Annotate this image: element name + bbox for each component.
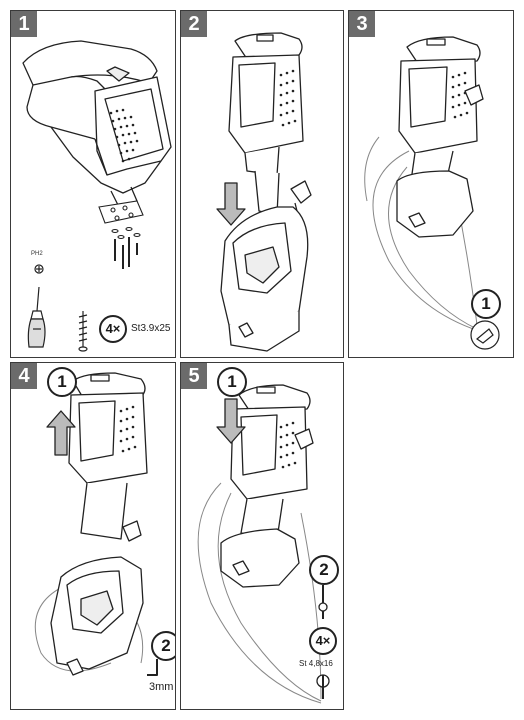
armrest-lowering-illustration	[216, 32, 312, 352]
sub-step-badge-b: 2	[309, 555, 339, 585]
step-2-panel: 2	[180, 10, 344, 358]
step-number: 3	[349, 11, 375, 37]
sub-step-badge-a: 1	[217, 367, 247, 397]
step-5-panel: 5	[180, 362, 344, 710]
screw-quantity-badge: 4×	[309, 627, 337, 655]
step-number: 2	[181, 11, 207, 37]
screw-quantity-badge: 4×	[99, 315, 127, 343]
step-number: 1	[11, 11, 37, 37]
step-1-panel: 1	[10, 10, 176, 358]
screw-spec-label: St 4,8x16	[299, 659, 333, 668]
armrest-removal-illustration	[34, 372, 158, 676]
step-3-panel: 3 1	[348, 10, 514, 358]
sub-step-badge: 1	[471, 289, 501, 319]
sub-step-badge-a: 1	[47, 367, 77, 397]
armrest-top-view-illustration	[22, 40, 172, 352]
step-number: 4	[11, 363, 37, 389]
step-number: 5	[181, 363, 207, 389]
step-4-panel: 4 1 2 3mm	[10, 362, 176, 710]
armrest-swing-illustration	[364, 36, 500, 350]
sub-step-badge-b: 2	[151, 631, 175, 661]
armrest-reinstall-illustration	[197, 384, 330, 704]
driver-tip-label: PH2	[31, 251, 43, 257]
screw-spec-label: St3.9x25	[131, 323, 171, 334]
hex-key-size-label: 3mm	[149, 681, 174, 693]
